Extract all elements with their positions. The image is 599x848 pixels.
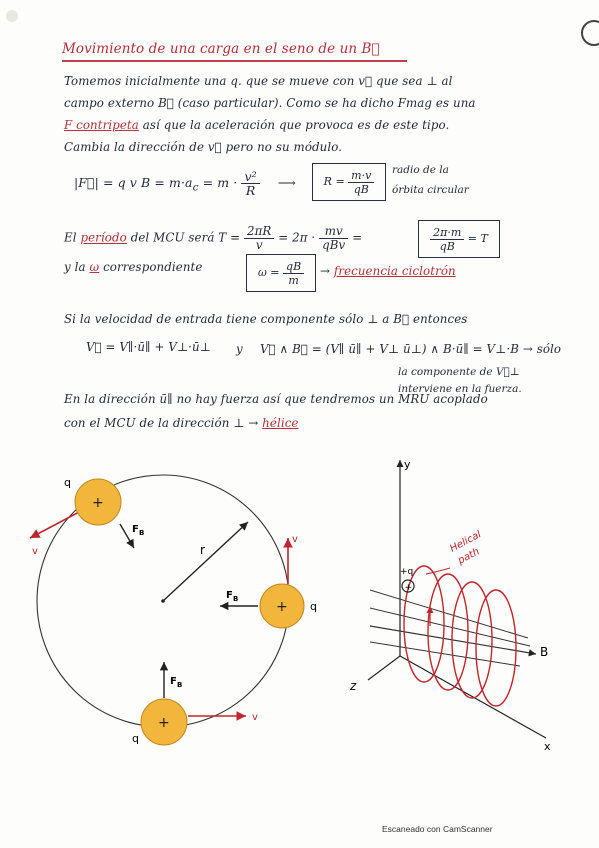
paragraph1-line2: campo externo B⃗ (caso particular). Como… (64, 96, 476, 110)
scanner-footer: Escaneado con CamScanner (382, 824, 493, 834)
velocity-note-line2: interviene en la fuerza. (398, 383, 522, 395)
field-line-4 (369, 641, 521, 667)
omega-term: ω (89, 260, 100, 274)
corner-mark (581, 20, 599, 46)
omega-line: y la ω correspondiente (64, 260, 203, 274)
paragraph1-line3: F contripeta así que la aceleración que … (64, 118, 450, 132)
velocity-eq2: V⃗ ∧ B⃗ = (V∥ ū∥ + V⊥ ū⊥) ∧ B·ū∥ = V⊥·B … (260, 342, 562, 356)
velocity-note-line1: la componente de V⃗⊥ (398, 366, 520, 378)
circular-motion-diagram: r v + q F B + q v F B + q v F B (29, 474, 317, 746)
svg-text:v: v (32, 546, 38, 557)
radius-note-line1: radio de la (392, 164, 449, 176)
svg-text:v: v (292, 534, 298, 545)
svg-text:F: F (226, 590, 233, 601)
charge-bottom (140, 698, 188, 746)
svg-text:F: F (170, 676, 177, 687)
svg-text:q: q (310, 600, 317, 613)
radius-note-line2: órbita circular (392, 184, 469, 196)
helical-label-pointer (425, 567, 451, 575)
radius-label: r (200, 543, 205, 557)
svg-text:+: + (405, 583, 413, 593)
velocity-line1: Si la velocidad de entrada tiene compone… (64, 312, 468, 326)
svg-text:B: B (139, 529, 144, 537)
svg-text:B: B (233, 595, 238, 603)
field-label: B (540, 645, 548, 659)
helical-path (403, 565, 517, 707)
helix-charge (401, 579, 415, 593)
title-underline (62, 60, 407, 62)
centripetal-force-term: F contripeta (64, 118, 139, 132)
helix-charge-label: +q (400, 567, 413, 577)
page-title: Movimiento de una carga en el seno de un… (62, 41, 380, 57)
svg-text:+: + (158, 715, 170, 731)
period-term: período (80, 230, 127, 245)
svg-text:+: + (92, 495, 104, 511)
charge-right (259, 583, 305, 629)
field-line-3 (369, 625, 537, 657)
field-line-2 (369, 607, 531, 647)
x-axis (399, 655, 547, 739)
radius-arrow (162, 521, 249, 602)
paragraph1-line4: Cambia la dirección de v⃗ pero no su mód… (64, 140, 343, 154)
velocity-connector: y (236, 342, 243, 356)
z-axis-label: z (349, 679, 357, 693)
helix-term: hélice (262, 416, 299, 430)
z-axis (367, 655, 401, 681)
charge-top (74, 478, 122, 526)
svg-text:B: B (177, 681, 182, 689)
direction-line1: En la dirección ū∥ no hay fuerza así que… (64, 392, 488, 406)
helical-path-diagram: y z x B + +q Helical path (349, 458, 551, 753)
field-line-1 (369, 589, 529, 639)
direction-line2: con el MCU de la dirección ⊥ → hélice (64, 416, 299, 430)
svg-text:q: q (132, 732, 139, 745)
velocity-eq1: V⃗ = V∥·ū∥ + V⊥·ū⊥ (86, 340, 211, 354)
svg-text:+: + (276, 599, 288, 615)
paragraph1-line1: Tomemos inicialmente una q. que se mueve… (64, 74, 453, 88)
svg-text:q: q (64, 476, 71, 489)
punch-hole (6, 10, 18, 22)
x-axis-label: x (544, 740, 551, 753)
cyclotron-label: → frecuencia ciclotrón (320, 264, 456, 278)
y-axis-label: y (404, 458, 411, 471)
svg-text:F: F (132, 524, 139, 535)
svg-text:v: v (252, 712, 258, 723)
force-arrow-top (119, 523, 135, 549)
